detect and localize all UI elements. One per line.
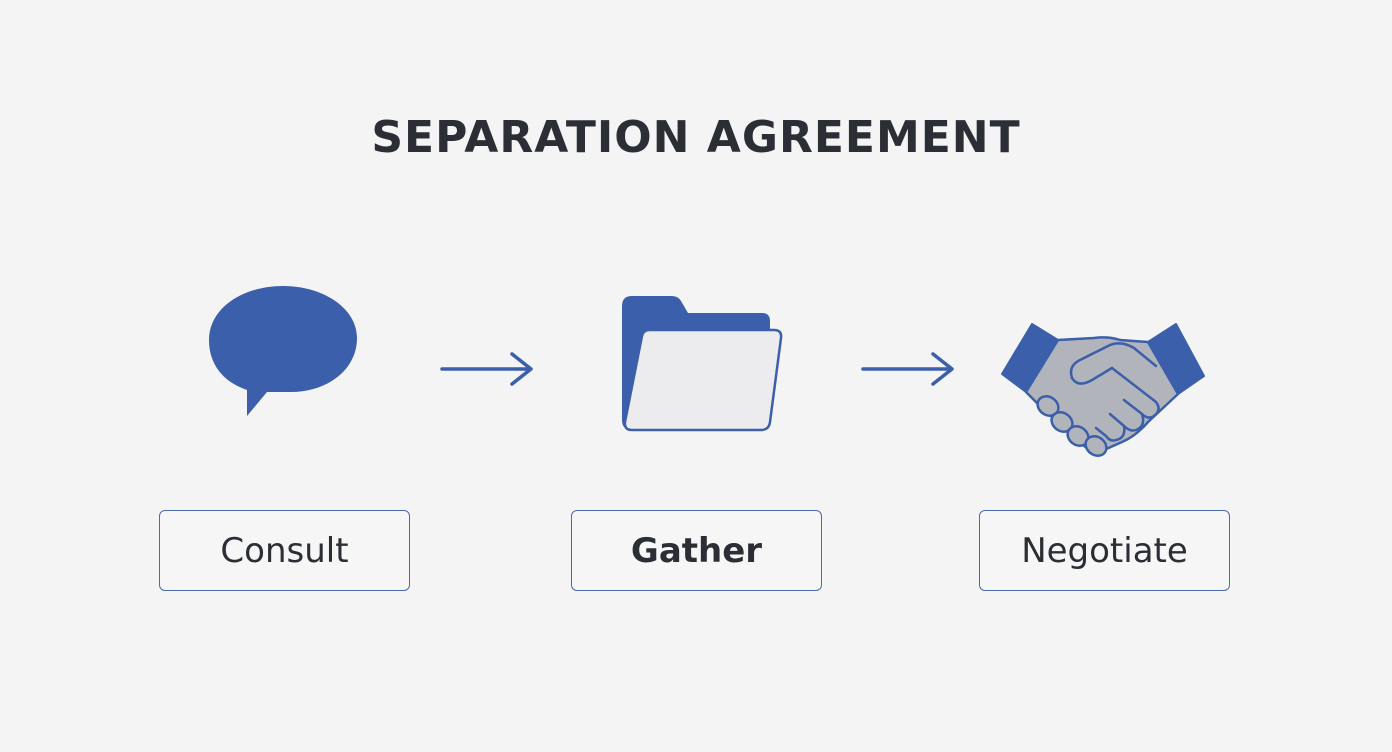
arrow-right-icon xyxy=(861,352,954,386)
folder-icon xyxy=(622,296,783,432)
step-label-negotiate: Negotiate xyxy=(979,510,1230,591)
handshake-icon xyxy=(1001,323,1205,457)
step-label-consult: Consult xyxy=(159,510,410,591)
speech-bubble-icon xyxy=(209,286,357,416)
arrow-right-icon xyxy=(440,352,533,386)
step-label-text: Negotiate xyxy=(1021,530,1188,571)
diagram-title: SEPARATION AGREEMENT xyxy=(371,112,1021,163)
step-label-text: Gather xyxy=(630,530,763,571)
step-label-gather: Gather xyxy=(571,510,822,591)
step-label-text: Consult xyxy=(220,530,349,571)
